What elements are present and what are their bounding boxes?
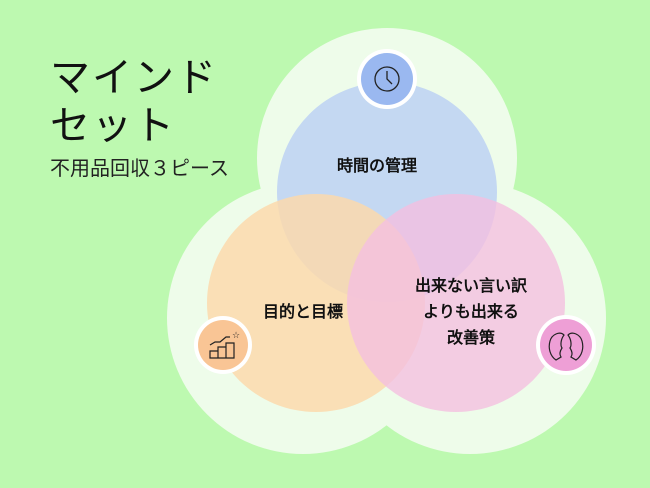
label-purpose-goals: 目的と目標 — [263, 302, 344, 321]
label-improvement-line-3: 改善策 — [446, 328, 495, 347]
title-line-1: マインド — [50, 55, 218, 101]
two-heads-icon — [536, 315, 596, 375]
title-line-2: セット — [50, 103, 176, 149]
page-title: マインド セット — [50, 54, 218, 150]
growth-chart-icon: ☆ — [194, 316, 252, 374]
label-improvement-line-2: よりも出来る — [423, 302, 519, 321]
label-improvement-line-1: 出来ない言い訳 — [414, 276, 527, 295]
subtitle: 不用品回収３ピース — [50, 156, 229, 180]
label-time-management: 時間の管理 — [337, 156, 418, 175]
label-improvement: 出来ない言い訳 よりも出来る 改善策 — [408, 273, 534, 351]
svg-text:☆: ☆ — [232, 331, 240, 341]
circle-improvement — [347, 194, 565, 412]
clock-icon — [357, 49, 417, 109]
